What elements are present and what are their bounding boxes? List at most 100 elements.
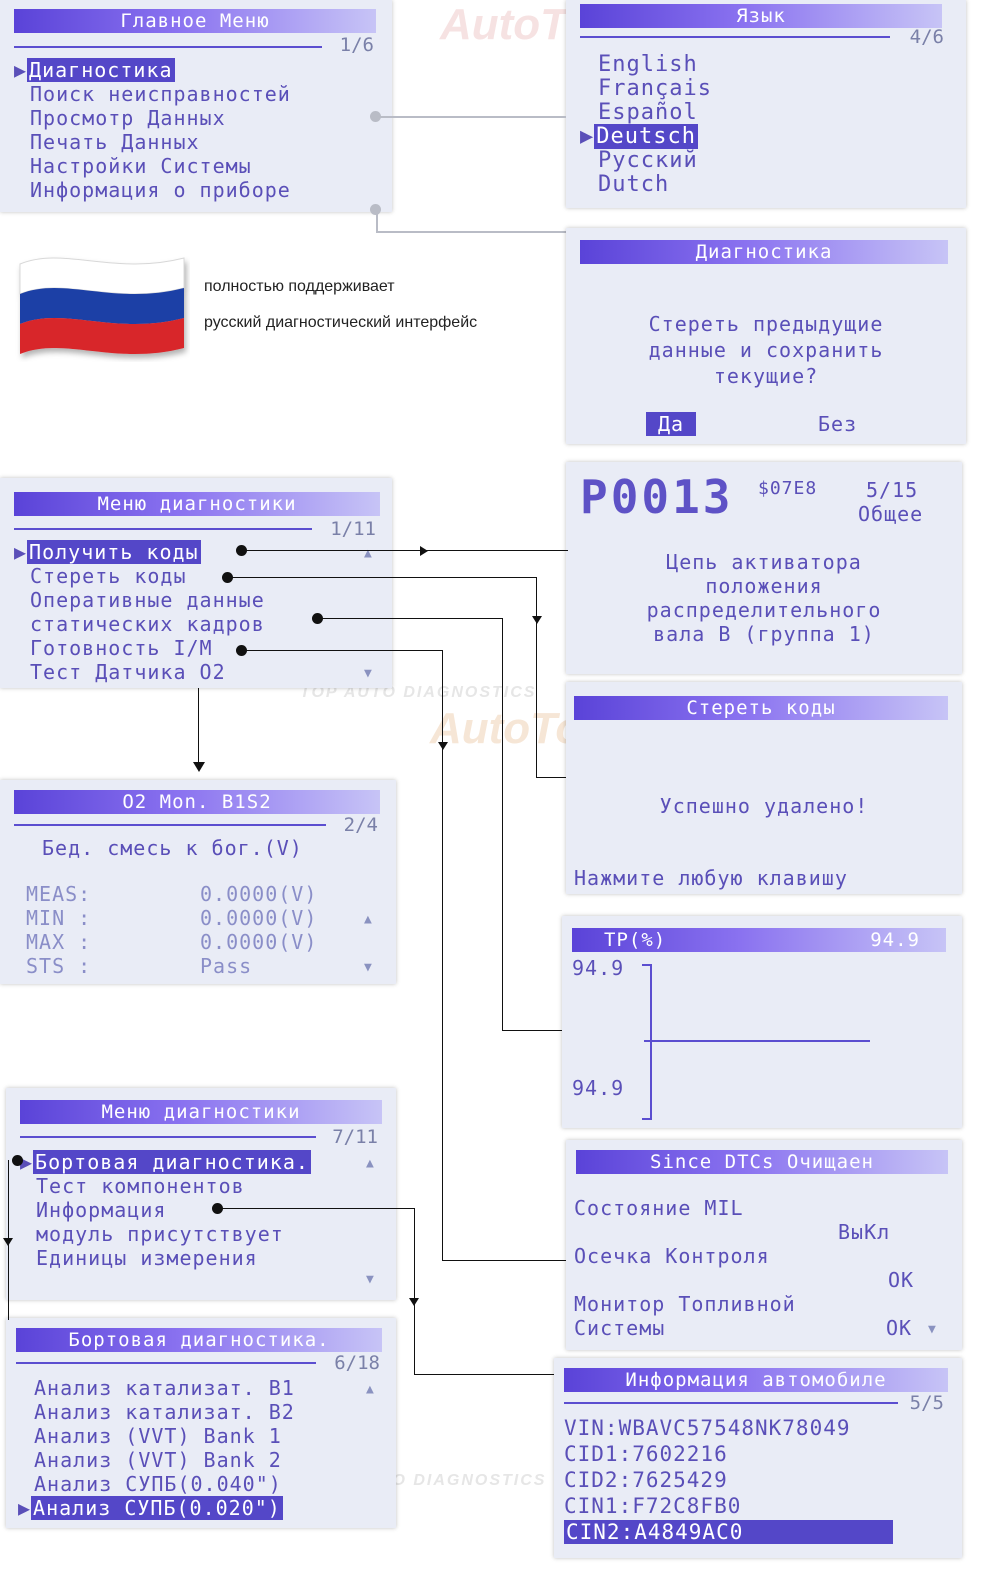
dtc-count: 5/15 (866, 478, 919, 502)
diag-menu2-obd[interactable]: ▶Бортовая диагностика. (20, 1150, 311, 1174)
language-english[interactable]: English (598, 52, 698, 77)
language-german[interactable]: ▶Deutsch (580, 124, 698, 149)
main-menu-item-settings[interactable]: Настройки Системы (30, 154, 252, 178)
diag-menu-erase-codes[interactable]: Стереть коды (30, 564, 187, 588)
graph-axis (650, 964, 652, 1120)
diag-menu2-page: 7/11 (332, 1126, 378, 1148)
connector-dot (370, 111, 381, 122)
connector (318, 618, 502, 619)
scroll-down-icon[interactable]: ▼ (364, 666, 372, 681)
o2-sts-value: Pass (200, 954, 253, 978)
diag-menu-o2-test[interactable]: Тест Датчика O2 (30, 660, 226, 684)
o2-subtitle: Бед. смесь к бог.(V) (42, 836, 303, 860)
connector-dot (222, 572, 233, 583)
vehicle-cid2: CID2:7625429 (564, 1468, 728, 1492)
connector (414, 1208, 415, 1374)
dtc-desc-1: Цепь активатора (666, 550, 862, 574)
o2-min-label: MIN : (26, 906, 92, 930)
diag-menu-im-readiness[interactable]: Готовность I/M (30, 636, 213, 660)
confirm-no-button[interactable]: Без (818, 412, 858, 436)
scroll-down-icon[interactable]: ▼ (364, 960, 372, 975)
vehicle-cin1: CIN1:F72C8FB0 (564, 1494, 742, 1518)
onboard-item-5[interactable]: Анализ СУПБ(0.040") (34, 1472, 282, 1496)
connector (536, 577, 537, 777)
onboard-item-6[interactable]: ▶Анализ СУПБ(0.020") (18, 1496, 283, 1520)
diag-menu2-component-test[interactable]: Тест компонентов (36, 1174, 245, 1198)
since-mil-label: Состояние MIL (574, 1196, 744, 1220)
diag-menu2-module[interactable]: модуль присутствует (36, 1222, 284, 1246)
diag-menu-live-data[interactable]: Оперативные данные (30, 588, 265, 612)
language-spanish[interactable]: Español (598, 100, 698, 125)
vehicle-title: Информация автомобиле (564, 1368, 948, 1392)
confirm-screen: Диагностика Стереть предыдущие данные и … (566, 228, 966, 444)
onboard-screen: Бортовая диагностика. 6/18 Анализ катали… (6, 1318, 396, 1528)
o2-title: O2 Mon. B1S2 (14, 790, 380, 814)
since-misfire-label: Осечка Контроля (574, 1244, 770, 1268)
diag-menu2-obd-label: Бортовая диагностика. (33, 1150, 311, 1174)
scroll-up-icon[interactable]: ▲ (366, 1382, 374, 1397)
scroll-up-icon[interactable]: ▲ (364, 912, 372, 927)
since-fuel-label-2: Системы (574, 1316, 666, 1340)
diag-menu-get-codes-label: Получить коды (27, 540, 201, 564)
diag-menu2-info[interactable]: Информация (36, 1198, 167, 1222)
confirm-yes-button[interactable]: Да (646, 412, 697, 436)
diag-menu-get-codes[interactable]: ▶Получить коды (14, 540, 201, 564)
onboard-item-4[interactable]: Анализ (VVT) Bank 2 (34, 1448, 282, 1472)
onboard-item-1[interactable]: Анализ катализат. B1 (34, 1376, 295, 1400)
o2-max-value: 0.0000(V) (200, 930, 318, 954)
onboard-item-2[interactable]: Анализ катализат. B2 (34, 1400, 295, 1424)
language-dutch[interactable]: Dutch (598, 172, 670, 197)
confirm-line-1: Стереть предыдущие (648, 312, 884, 336)
scroll-down-icon[interactable]: ▼ (928, 1322, 936, 1337)
connector (502, 618, 503, 1030)
graph-series-line (644, 1040, 870, 1042)
main-menu-screen: Главное Меню 1/6 ▶Диагностика Поиск неис… (0, 0, 392, 212)
divider (580, 36, 890, 38)
since-screen: Since DTCs Очищаен Состояние MIL ВыКл Ос… (566, 1140, 962, 1350)
diag-menu2-units[interactable]: Единицы измерения (36, 1246, 258, 1270)
erase-prompt: Нажмите любую клавишу (574, 866, 848, 890)
main-menu-item-info[interactable]: Информация о приборе (30, 178, 291, 202)
main-menu-item-view-data[interactable]: Просмотр Данных (30, 106, 226, 130)
promo-line-2: русский диагностический интерфейс (204, 314, 478, 331)
language-russian[interactable]: Русский (598, 148, 698, 173)
o2-meas-label: MEAS: (26, 882, 92, 906)
o2-meas-value: 0.0000(V) (200, 882, 318, 906)
scroll-down-icon[interactable]: ▼ (366, 1272, 374, 1287)
dtc-code: P0013 (580, 470, 734, 524)
scroll-up-icon[interactable]: ▲ (366, 1156, 374, 1171)
onboard-item-6-label: Анализ СУПБ(0.020") (31, 1496, 283, 1520)
connector (376, 210, 378, 232)
connector (198, 688, 199, 770)
language-french[interactable]: Français (598, 76, 712, 101)
vehicle-screen: Информация автомобиле 5/5 VIN:WBAVC57548… (554, 1358, 962, 1558)
connector (442, 1260, 566, 1261)
main-menu-item-diagnostics[interactable]: ▶Диагностика (14, 58, 175, 82)
o2-sts-label: STS : (26, 954, 92, 978)
language-title: Язык (580, 4, 942, 28)
graph-screen: TP(%) 94.9 94.9 94.9 (562, 916, 962, 1128)
confirm-title: Диагностика (580, 240, 948, 264)
erase-title: Стереть коды (574, 696, 948, 720)
language-german-label: Deutsch (594, 124, 698, 149)
since-title: Since DTCs Очищаен (576, 1150, 948, 1174)
connector (414, 1374, 554, 1375)
scroll-up-icon[interactable]: ▲ (364, 546, 372, 561)
arrow-down-icon (409, 1298, 419, 1306)
main-menu-item-print-data[interactable]: Печать Данных (30, 130, 200, 154)
diag-menu-title: Меню диагностики (14, 492, 380, 516)
dtc-desc-3: распределительного (646, 598, 882, 622)
onboard-item-3[interactable]: Анализ (VVT) Bank 1 (34, 1424, 282, 1448)
main-menu-item-troubleshoot[interactable]: Поиск неисправностей (30, 82, 291, 106)
divider (14, 824, 326, 826)
watermark-tagline: TOP AUTO DIAGNOSTICS (300, 684, 537, 701)
promo-line-1: полностью поддерживает (204, 278, 395, 295)
connector (376, 231, 566, 233)
diag-menu-freeze-frame[interactable]: статических кадров (30, 612, 265, 636)
diag-menu2-screen: Меню диагностики 7/11 ▶Бортовая диагност… (6, 1088, 396, 1300)
divider (20, 1136, 316, 1138)
dtc-screen: P0013 $07E8 5/15 Общее Цепь активатора п… (566, 462, 962, 674)
main-menu-item-label: Диагностика (27, 58, 175, 82)
vehicle-page: 5/5 (909, 1392, 944, 1414)
diag-menu2-title: Меню диагностики (20, 1100, 382, 1124)
